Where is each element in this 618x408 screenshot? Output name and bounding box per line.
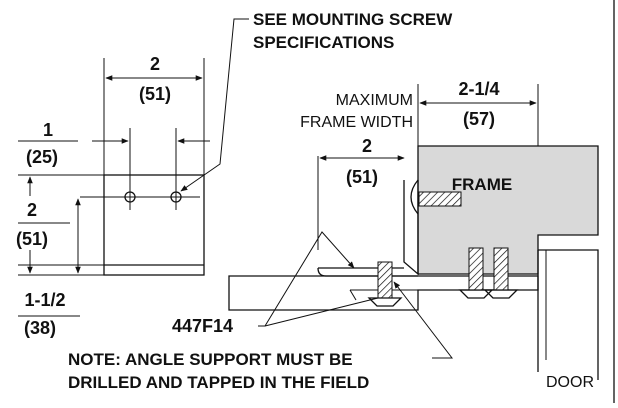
dim-bottom-offset-mm: (38) bbox=[24, 318, 56, 338]
dim-frame-width-mm: (57) bbox=[463, 109, 495, 129]
screw-spec-leader bbox=[180, 18, 249, 192]
dim-bottom-offset-inch: 1-1/2 bbox=[24, 290, 65, 310]
dim-hole-spacing-inch: 1 bbox=[43, 120, 53, 140]
dim-angle-width-mm: (51) bbox=[346, 167, 378, 187]
screw-spec-line2: SPECIFICATIONS bbox=[253, 33, 394, 52]
note-leader bbox=[393, 281, 454, 359]
dim-hole-height-mm: (51) bbox=[16, 229, 48, 249]
part-number-label: 447F14 bbox=[172, 316, 233, 336]
dim-angle-width-inch: 2 bbox=[362, 136, 372, 156]
max-frame-line1: MAXIMUM bbox=[336, 92, 413, 109]
plate-outline bbox=[103, 174, 205, 276]
frame-screw bbox=[418, 191, 462, 207]
dim-top-width-inch: 2 bbox=[150, 54, 160, 74]
mounting-hole bbox=[124, 191, 136, 203]
frame-screw-left bbox=[468, 247, 484, 291]
angle-screw bbox=[377, 261, 393, 299]
note-line1: NOTE: ANGLE SUPPORT MUST BE bbox=[68, 350, 353, 369]
dim-hole-spacing-mm: (25) bbox=[26, 147, 58, 167]
angle-support-vertical bbox=[403, 180, 419, 276]
frame-screw-right bbox=[493, 247, 509, 291]
note-line2: DRILLED AND TAPPED IN THE FIELD bbox=[68, 373, 369, 392]
frame-label: FRAME bbox=[452, 175, 512, 194]
plate-view bbox=[18, 58, 205, 276]
door-outline bbox=[537, 249, 599, 380]
mounting-hole bbox=[170, 191, 182, 203]
dim-hole-height-inch: 2 bbox=[27, 200, 37, 220]
screw-spec-line1: SEE MOUNTING SCREW bbox=[253, 10, 453, 29]
part-number-leader-a bbox=[258, 231, 355, 327]
dim-frame-width-inch: 2-1/4 bbox=[458, 79, 499, 99]
door-label: DOOR bbox=[546, 374, 594, 391]
max-frame-line2: FRAME WIDTH bbox=[300, 114, 413, 131]
dim-top-width-mm: (51) bbox=[139, 84, 171, 104]
